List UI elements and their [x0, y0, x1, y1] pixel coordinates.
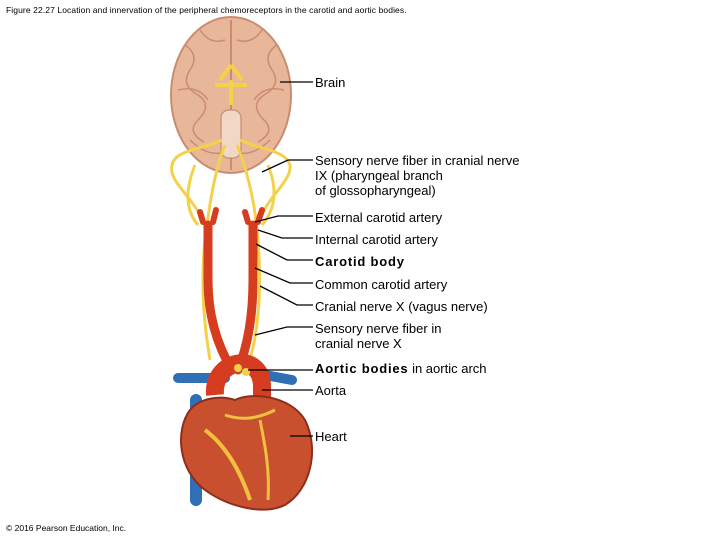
- figure-caption: Figure 22.27 Location and innervation of…: [6, 5, 407, 15]
- label-heart: Heart: [315, 429, 347, 444]
- label-external-carotid: External carotid artery: [315, 210, 443, 225]
- label-carotid-body: Carotid body: [315, 254, 405, 269]
- label-sensory-ix-line2: IX (pharyngeal branch: [315, 168, 443, 183]
- label-sensory-ix-line1: Sensory nerve fiber in cranial nerve: [315, 153, 520, 168]
- label-sensory-x-line1: Sensory nerve fiber in: [315, 321, 442, 336]
- label-internal-carotid: Internal carotid artery: [315, 232, 438, 247]
- label-sensory-nerve-ix: Sensory nerve fiber in cranial nerve IX …: [315, 153, 520, 198]
- label-vagus-nerve: Cranial nerve X (vagus nerve): [315, 299, 488, 314]
- label-aortic-bodies-bold: Aortic bodies: [315, 361, 409, 376]
- label-aorta: Aorta: [315, 383, 347, 398]
- label-aortic-bodies: Aortic bodies in aortic arch: [315, 361, 487, 376]
- leader-lines: [248, 81, 313, 437]
- copyright-notice: © 2016 Pearson Education, Inc.: [6, 523, 127, 533]
- aortic-arch: [205, 354, 271, 410]
- heart-illustration: [180, 395, 313, 511]
- label-sensory-ix-line3: of glossopharyngeal): [315, 183, 436, 198]
- label-sensory-nerve-x: Sensory nerve fiber in cranial nerve X: [315, 321, 441, 351]
- label-brain: Brain: [315, 75, 346, 90]
- label-aortic-bodies-rest: in aortic arch: [408, 361, 487, 376]
- label-common-carotid: Common carotid artery: [315, 277, 448, 292]
- label-sensory-x-line2: cranial nerve X: [315, 336, 402, 351]
